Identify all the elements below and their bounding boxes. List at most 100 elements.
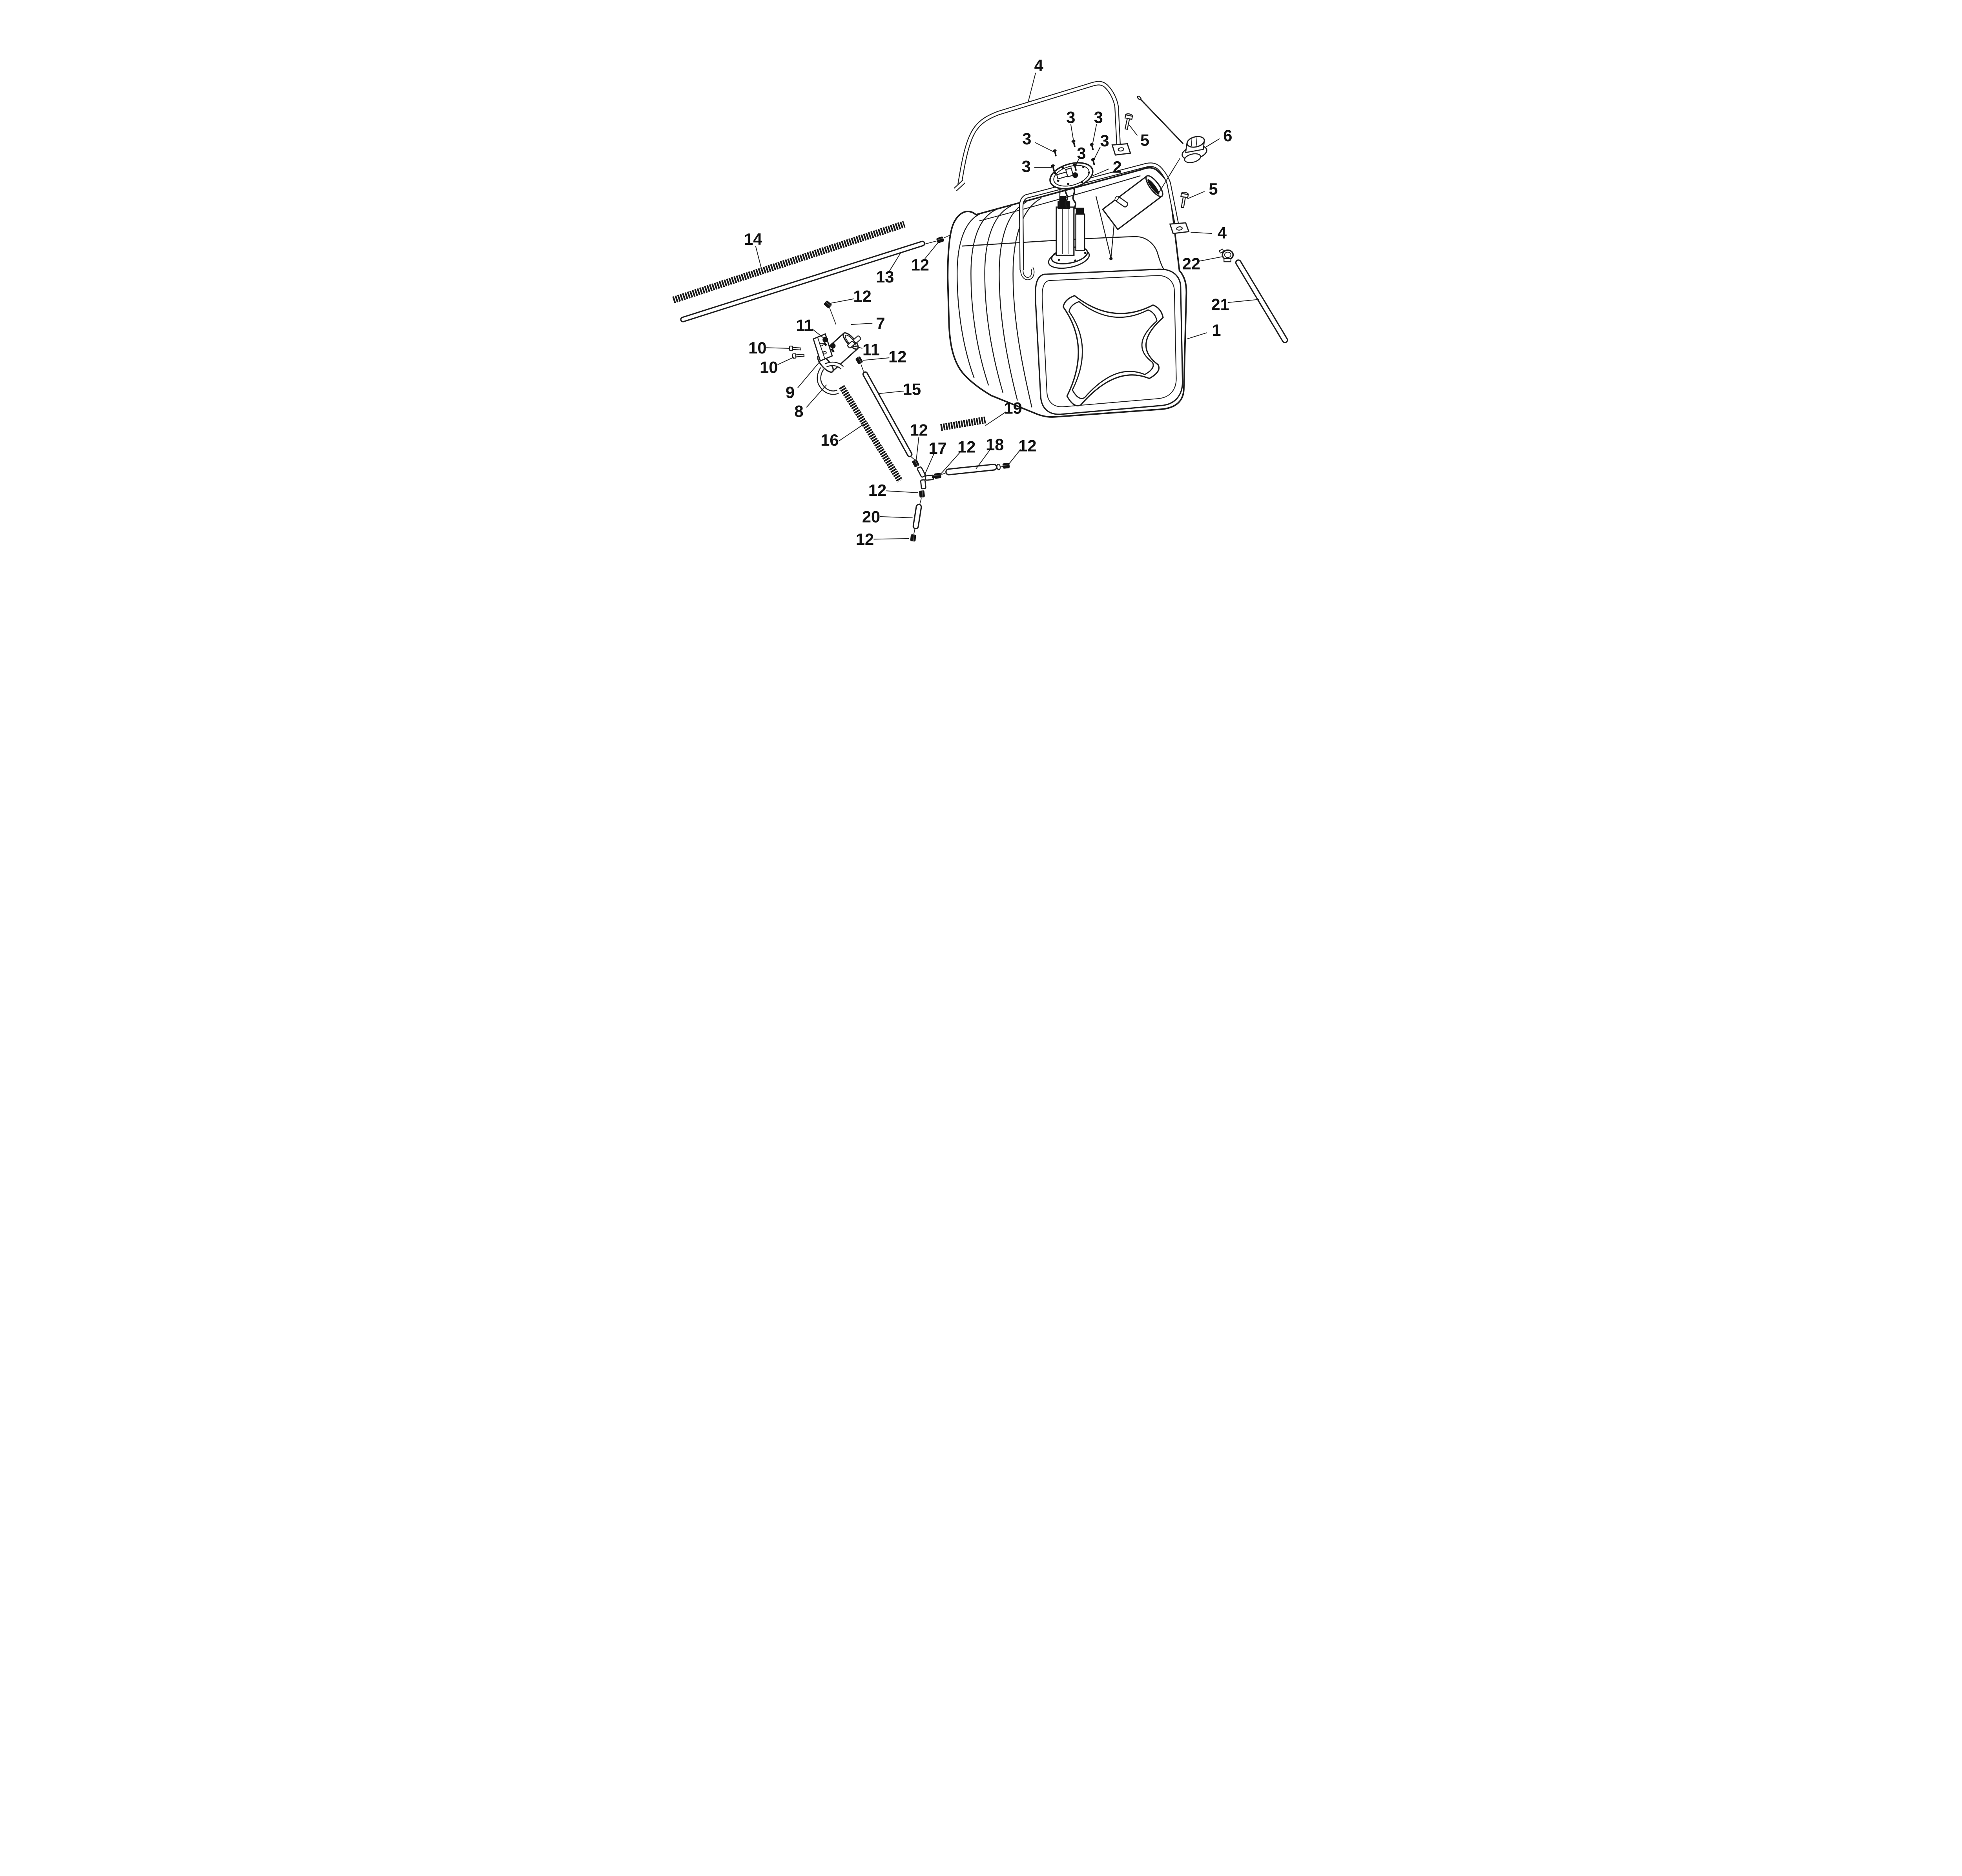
callout-label: 5 (1209, 180, 1218, 198)
callout-label: 20 (862, 507, 880, 526)
leader-line (851, 323, 873, 325)
leader-line (1092, 124, 1097, 146)
tube-15 (862, 371, 913, 457)
callout-label: 12 (868, 481, 886, 499)
leader-line (1070, 124, 1074, 143)
leader-line (853, 345, 862, 349)
fuel-tank (947, 167, 1187, 418)
leader-line (880, 516, 913, 518)
callout-label: 18 (986, 435, 1004, 454)
callout-label: 10 (760, 358, 778, 376)
leader-line (1227, 299, 1259, 303)
callout-label: 12 (1018, 436, 1036, 455)
leader-line (1028, 73, 1036, 103)
leader-line (1129, 124, 1138, 136)
callout-label: 3 (1066, 108, 1075, 127)
bolt-5 (1124, 113, 1133, 130)
leader-line (806, 384, 827, 408)
leader-line (1093, 146, 1101, 161)
callout-label: 4 (1034, 56, 1043, 75)
leader-line (863, 357, 890, 361)
leader-line (1008, 449, 1021, 466)
coil-hose-16 (839, 385, 903, 483)
leader-line (1035, 142, 1056, 153)
tee-17 (917, 466, 935, 490)
callout-label: 12 (911, 256, 929, 274)
callout-label: 22 (1182, 254, 1200, 273)
dipstick (1137, 95, 1184, 144)
fitting-12 (855, 356, 863, 364)
callout-label: 3 (1094, 108, 1103, 127)
callout-label: 12 (957, 438, 976, 456)
leader-line (1075, 158, 1079, 167)
leader-line (924, 242, 939, 260)
leader-line (1187, 332, 1207, 339)
screw-11 (830, 343, 836, 353)
leader-line (755, 246, 762, 268)
fuel-cap (1158, 136, 1207, 194)
clamp-22 (1218, 248, 1234, 262)
callout-label: 14 (744, 230, 762, 248)
tube-20 (912, 504, 922, 530)
fitting-12 (919, 490, 925, 498)
clamp-8 (817, 361, 844, 395)
callout-label: 8 (794, 402, 803, 420)
tube-13 (680, 240, 925, 322)
leader-line (889, 253, 901, 271)
callout-label: 3 (1022, 157, 1031, 175)
leader-line (940, 451, 961, 474)
callout-label: 19 (1004, 399, 1022, 417)
callout-label: 6 (1223, 126, 1232, 145)
fitting-12 (934, 473, 941, 479)
fitting-12 (936, 236, 944, 243)
sender-plate (1049, 162, 1094, 189)
tube-21 (1235, 259, 1288, 343)
callout-label: 1 (1212, 321, 1221, 339)
leader-line (1199, 256, 1222, 262)
callout-label: 13 (876, 268, 894, 286)
leader-line (976, 450, 990, 469)
strap-left (954, 81, 1131, 191)
callout-label: 15 (903, 380, 921, 398)
leader-line (812, 328, 824, 339)
callout-label: 3 (1100, 131, 1109, 150)
callout-label: 16 (821, 431, 839, 449)
tube-18 (945, 464, 1001, 475)
callout-label: 11 (796, 316, 813, 334)
strap-right (1019, 162, 1190, 280)
leader-line (879, 390, 904, 394)
leader-line (886, 490, 919, 493)
callout-label: 12 (888, 347, 906, 366)
spacer-11 (847, 341, 855, 349)
callout-label: 12 (856, 530, 874, 548)
coil-hose-14 (672, 220, 906, 304)
callout-label: 17 (928, 439, 946, 457)
screw-3 (1050, 164, 1055, 171)
callout-label: 3 (1077, 144, 1086, 162)
callout-label: 21 (1211, 295, 1229, 313)
callout-label: 10 (748, 339, 766, 357)
leader-line (1191, 232, 1212, 234)
callout-label: 2 (1113, 158, 1122, 176)
leader-line (831, 298, 854, 304)
callout-label: 12 (853, 287, 871, 306)
leader-line (838, 424, 864, 442)
callout-label: 12 (910, 421, 928, 439)
fitting-12 (910, 534, 916, 542)
callout-label: 3 (1022, 129, 1031, 148)
callout-label: 4 (1218, 224, 1227, 242)
callout-label: 11 (862, 341, 880, 359)
leader-line (797, 360, 821, 388)
bolt-5 (1180, 191, 1189, 209)
leader-line (1205, 138, 1220, 148)
filler-neck (1101, 175, 1163, 230)
x-emboss (1062, 295, 1164, 406)
leader-line (924, 454, 934, 475)
leader-line (1092, 168, 1109, 176)
leader-line (985, 411, 1007, 426)
fitting-12 (824, 301, 832, 308)
callout-label: 5 (1140, 131, 1149, 149)
fitting-12 (912, 459, 919, 467)
